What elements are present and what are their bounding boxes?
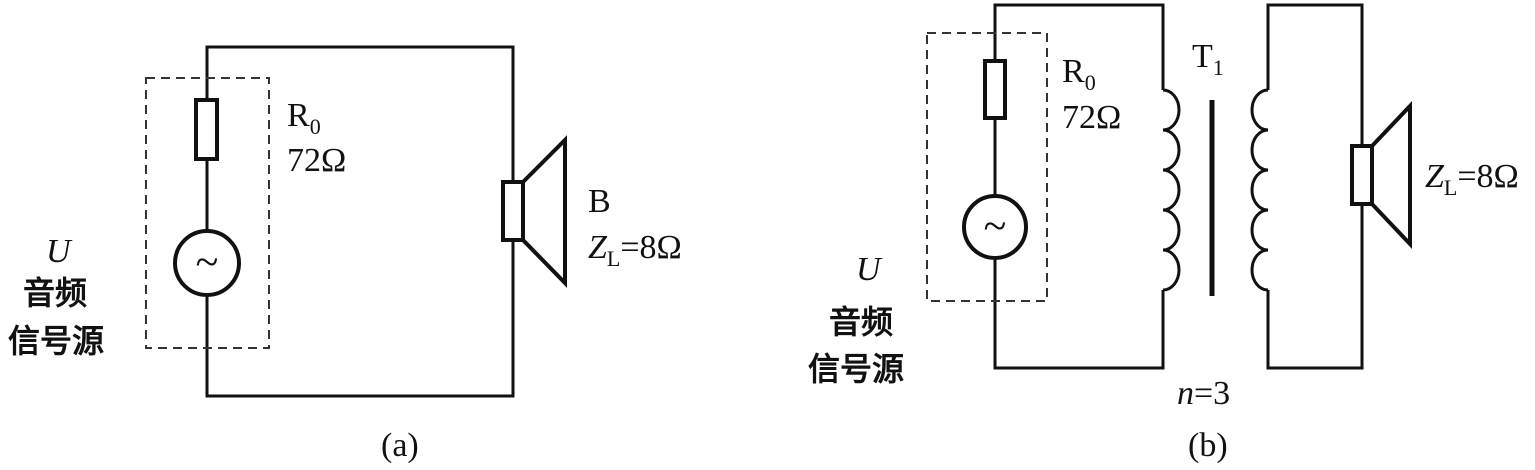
resistor-r0-a — [194, 98, 219, 161]
speaker-body-b — [1350, 144, 1374, 206]
source-line2-a: 信号源 — [8, 322, 104, 360]
source-box-a — [145, 77, 270, 349]
resistor-value-b: 72Ω — [1062, 99, 1121, 136]
circuit-a-loop — [205, 45, 515, 398]
transformer-secondary-coil — [1250, 88, 1269, 292]
speaker-load-b: ZL=8Ω — [1425, 158, 1519, 200]
ac-glyph-b: ~ — [984, 204, 1007, 250]
transformer-ratio: n=3 — [1177, 375, 1230, 412]
transformer-primary-coil — [1162, 88, 1181, 292]
circuit-a-wire — [205, 45, 515, 182]
transformer-label: T1 — [1192, 38, 1224, 80]
figure-a: ~ R0 72Ω U 音频 信号源 B ZL=8Ω (a) — [8, 45, 682, 464]
source-line2-b: 信号源 — [808, 350, 904, 388]
ac-glyph-a: ~ — [196, 240, 219, 286]
circuit-b-secondary-loop — [1266, 3, 1364, 370]
source-symbol-a: U — [46, 233, 73, 270]
caption-b: (b) — [1188, 427, 1228, 464]
speaker-name-a: B — [588, 183, 611, 220]
source-line1-b: 音频 — [829, 303, 893, 341]
caption-a: (a) — [381, 427, 419, 464]
speaker-body-a — [501, 180, 525, 242]
speaker-cone-a — [521, 135, 567, 288]
ac-source-a — [173, 229, 241, 297]
resistor-value-a: 72Ω — [287, 142, 346, 179]
ac-source-b — [962, 194, 1028, 260]
resistor-label-b: R0 — [1062, 53, 1096, 95]
speaker-load-a: ZL=8Ω — [588, 229, 682, 271]
source-line1-a: 音频 — [23, 274, 87, 312]
source-box-b — [926, 32, 1048, 302]
speaker-cone-b — [1370, 100, 1412, 250]
source-symbol-b: U — [856, 251, 883, 288]
figure-b: ~ R0 72Ω T1 n=3 U 音频 信号源 ZL=8Ω (b) — [808, 3, 1519, 464]
resistor-r0-b — [983, 59, 1007, 120]
resistor-label-a: R0 — [287, 97, 321, 139]
